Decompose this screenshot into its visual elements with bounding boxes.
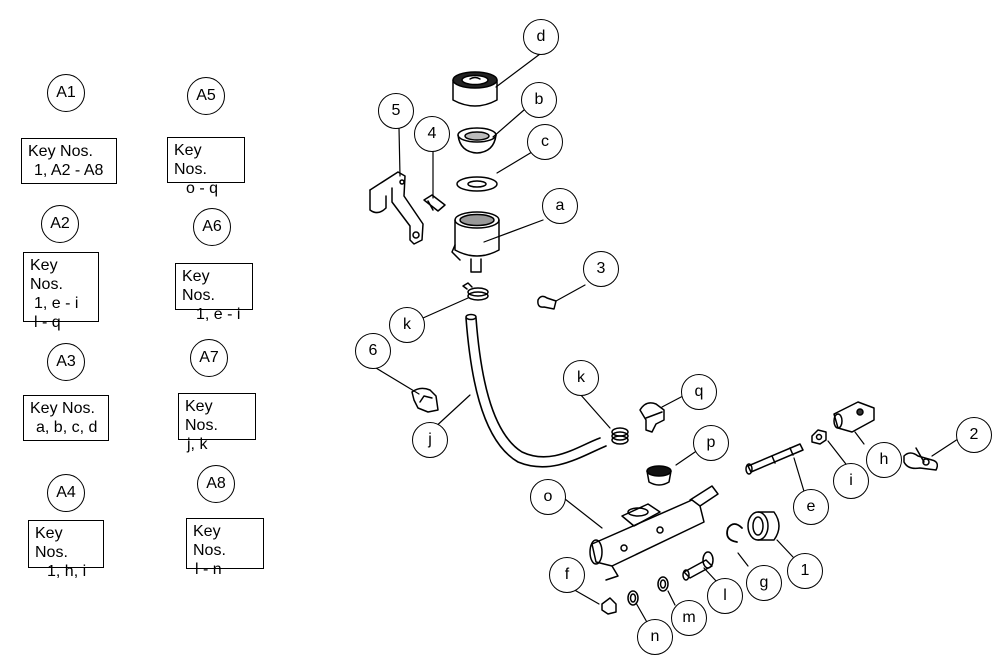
callout-k-upper: k	[389, 307, 425, 343]
nut-i	[811, 429, 827, 445]
callout-1: 1	[787, 553, 823, 589]
seal-m	[657, 576, 669, 592]
callout-p: p	[693, 425, 729, 461]
keys-line: 1, e - i	[196, 306, 241, 323]
bracket-5	[369, 171, 424, 245]
keys-line: l - q	[34, 314, 61, 331]
keys-heading: Key Nos.	[28, 143, 93, 160]
callout-2: 2	[956, 417, 992, 453]
keys-line: 1, h, i	[47, 563, 87, 580]
callout-3: 3	[583, 251, 619, 287]
keys-line: l - n	[195, 561, 222, 578]
screw-4	[423, 194, 446, 212]
keys-heading: Key Nos.	[174, 142, 207, 178]
assembly-a3-keys: Key Nos. a, b, c, d	[23, 395, 109, 441]
assembly-a2-keys: Key Nos. 1, e - i l - q	[23, 252, 99, 331]
assembly-a5-keys: Key Nos. o - q	[167, 137, 245, 197]
callout-n: n	[637, 619, 673, 655]
hose-clip-k	[462, 282, 489, 301]
keys-line: a, b, c, d	[36, 419, 98, 436]
hose-j	[465, 313, 607, 468]
keys-heading: Key Nos.	[30, 400, 95, 417]
circlip-g	[726, 523, 743, 543]
keys-heading: Key Nos.	[185, 398, 218, 434]
keys-heading: Key Nos.	[30, 257, 63, 293]
callout-4: 4	[414, 116, 450, 152]
reservoir-a	[451, 211, 500, 273]
rubber-plug-p	[646, 465, 672, 486]
screw-3	[537, 295, 557, 310]
assembly-a6-label: A6	[193, 208, 231, 246]
callout-e: e	[793, 489, 829, 525]
keys-line: o - q	[186, 180, 219, 197]
reservoir-cap-d	[452, 71, 498, 107]
seal-n	[627, 590, 639, 606]
keys-line: 1, A2 - A8	[34, 162, 104, 179]
callout-i: i	[833, 463, 869, 499]
callout-k-lower: k	[563, 360, 599, 396]
callout-c: c	[527, 124, 563, 160]
pin-clip-2	[903, 447, 939, 471]
keys-heading: Key Nos.	[35, 525, 68, 561]
callout-b: b	[521, 82, 557, 118]
cap-f	[601, 597, 617, 615]
callout-q: q	[681, 374, 717, 410]
assembly-a5-label: A5	[187, 77, 225, 115]
assembly-a7-keys: Key Nos. j, k	[178, 393, 256, 453]
assembly-a6-keys: Key Nos. 1, e - i	[175, 263, 253, 323]
assembly-a3-label: A3	[47, 343, 85, 381]
assembly-a8-keys: Key Nos. l - n	[186, 518, 264, 578]
clip-6	[411, 387, 439, 413]
callout-f: f	[549, 557, 585, 593]
diaphragm-b	[457, 127, 497, 154]
callout-l: l	[707, 578, 743, 614]
keys-heading: Key Nos.	[182, 268, 215, 304]
callout-m: m	[671, 600, 707, 636]
assembly-a8-label: A8	[197, 465, 235, 503]
callout-j: j	[412, 422, 448, 458]
keys-heading: Key Nos.	[193, 523, 226, 559]
callout-5: 5	[378, 93, 414, 129]
keys-line: j, k	[187, 436, 208, 453]
push-rod-e	[745, 443, 804, 475]
callout-6: 6	[355, 333, 391, 369]
elbow-fitting-q	[639, 402, 665, 433]
assembly-a4-keys: Key Nos. 1, h, i	[28, 520, 104, 580]
assembly-a1-label: A1	[47, 74, 85, 112]
clevis-h	[833, 401, 875, 433]
assembly-a4-label: A4	[47, 474, 85, 512]
master-cylinder-o	[589, 485, 719, 581]
dust-boot-1	[747, 511, 780, 541]
callout-o: o	[530, 479, 566, 515]
assembly-a2-label: A2	[41, 205, 79, 243]
keys-line: 1, e - i	[34, 295, 79, 312]
washer-c	[456, 176, 498, 192]
assembly-a7-label: A7	[190, 339, 228, 377]
callout-h: h	[866, 442, 902, 478]
callout-a: a	[542, 188, 578, 224]
assembly-a1-keys: Key Nos. 1, A2 - A8	[21, 138, 117, 184]
callout-d: d	[523, 19, 559, 55]
callout-g: g	[746, 565, 782, 601]
piston-l	[682, 551, 714, 581]
spring-clip-k	[611, 427, 629, 445]
